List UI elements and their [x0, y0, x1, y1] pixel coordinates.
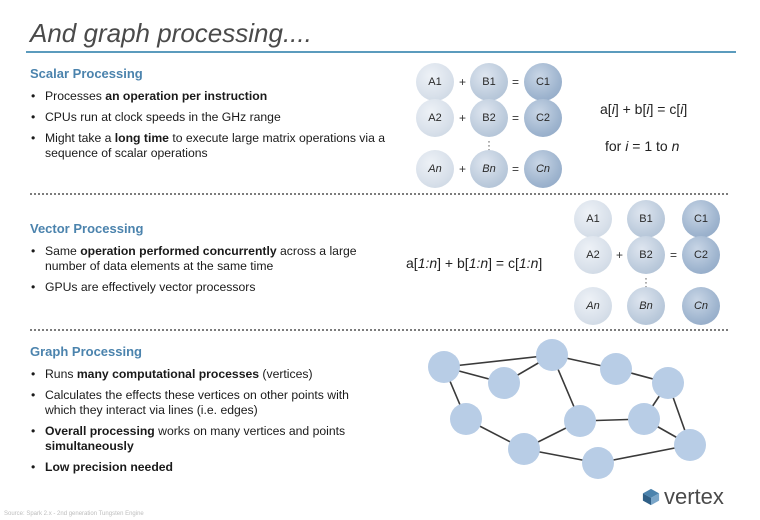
scalar-node-b2: B2 [470, 99, 508, 137]
bullet-text-pre: Runs [45, 367, 77, 381]
scalar-node-b1: B1 [470, 63, 508, 101]
scalar-node-c1: C1 [524, 63, 562, 101]
scalar-bullet: CPUs run at clock speeds in the GHz rang… [30, 110, 390, 125]
vector-node-a2: A2 [574, 236, 612, 274]
vector-formula: a[1:n] + b[1:n] = c[1:n] [406, 255, 543, 271]
bullet-text-bold2: simultaneously [45, 439, 134, 453]
scalar-node-cn: Cn [524, 150, 562, 188]
equals-sign: = [512, 111, 520, 125]
graph-vertex [628, 403, 660, 435]
graph-vertex [652, 367, 684, 399]
vector-node-b1: B1 [627, 200, 665, 238]
scalar-loop-range: for i = 1 to n [605, 138, 680, 154]
graph-network-diagram [428, 339, 706, 479]
plus-sign: + [616, 248, 624, 262]
vector-bullet: Same operation performed concurrently ac… [30, 244, 390, 274]
section-divider [30, 329, 728, 331]
scalar-node-a1: A1 [416, 63, 454, 101]
vector-heading: Vector Processing [30, 221, 144, 236]
vector-node-bn: Bn [627, 287, 665, 325]
vector-node-b2: B2 [627, 236, 665, 274]
plus-sign: + [459, 162, 467, 176]
scalar-bullet: Might take a long time to execute large … [30, 131, 390, 161]
scalar-node-an: An [416, 150, 454, 188]
scalar-heading: Scalar Processing [30, 66, 143, 81]
graph-bullet: Overall processing works on many vertice… [30, 424, 380, 454]
slide-title: And graph processing.... [30, 18, 312, 48]
graph-bullet: Runs many computational processes (verti… [30, 367, 380, 382]
bullet-text-bold: Overall processing [45, 424, 155, 438]
bullet-text-pre: GPUs are effectively vector processors [45, 280, 256, 294]
bullet-text-pre: Same [45, 244, 81, 258]
graph-bullet: Low precision needed [30, 460, 380, 475]
vector-node-a1: A1 [574, 200, 612, 238]
bullet-text-bold: many computational processes [76, 367, 260, 381]
vector-bullet: GPUs are effectively vector processors [30, 280, 390, 295]
scalar-bullet-list: Processes an operation per instructionCP… [30, 89, 390, 167]
vector-node-c1: C1 [682, 200, 720, 238]
bullet-text-post: works on many vertices and points [154, 424, 346, 438]
equals-sign: = [670, 248, 678, 262]
graph-vertex [428, 351, 460, 383]
bullet-text-post: across a large number of data elements a… [45, 244, 357, 273]
equals-sign: = [512, 162, 520, 176]
source-footnote: Source: Spark 2.x - 2nd generation Tungs… [4, 511, 144, 517]
ellipsis-vertical: ··· [487, 134, 491, 156]
section-divider [30, 193, 728, 195]
vector-bullet-list: Same operation performed concurrently ac… [30, 244, 390, 301]
bullet-text-pre: CPUs run at clock speeds in the GHz rang… [45, 110, 281, 124]
graph-vertex [674, 429, 706, 461]
graph-vertex [600, 353, 632, 385]
bullet-text-bold: long time [114, 131, 169, 145]
bullet-text-bold: Low precision needed [45, 460, 173, 474]
graph-vertices [428, 339, 706, 479]
vertex-logo-icon [642, 488, 660, 506]
ellipsis-vertical: ··· [644, 271, 648, 293]
scalar-node-c2: C2 [524, 99, 562, 137]
vertex-logo: vertex [642, 484, 724, 510]
scalar-node-a2: A2 [416, 99, 454, 137]
bullet-text-bold: an operation per instruction [105, 89, 268, 103]
scalar-node-bn: Bn [470, 150, 508, 188]
plus-sign: + [459, 111, 467, 125]
graph-vertex [582, 447, 614, 479]
bullet-text-pre: Might take a [45, 131, 115, 145]
graph-vertex [564, 405, 596, 437]
graph-vertex [508, 433, 540, 465]
vector-node-c2: C2 [682, 236, 720, 274]
title-underline [26, 51, 736, 53]
scalar-formula: a[i] + b[i] = c[i] [600, 101, 688, 117]
graph-edge [443, 354, 553, 368]
graph-bullet: Calculates the effects these vertices on… [30, 388, 380, 418]
vector-node-cn: Cn [682, 287, 720, 325]
vertex-logo-text: vertex [664, 484, 724, 509]
scalar-bullet: Processes an operation per instruction [30, 89, 390, 104]
graph-vertex [536, 339, 568, 371]
graph-heading: Graph Processing [30, 344, 142, 359]
bullet-text-post: (vertices) [259, 367, 313, 381]
plus-sign: + [459, 75, 467, 89]
bullet-text-pre: Processes [45, 89, 106, 103]
graph-vertex [488, 367, 520, 399]
bullet-text-pre: Calculates the effects these vertices on… [45, 388, 349, 417]
graph-vertex [450, 403, 482, 435]
bullet-text-post: to execute large matrix operations via a… [45, 131, 386, 160]
vector-node-an: An [574, 287, 612, 325]
bullet-text-bold: operation performed concurrently [80, 244, 277, 258]
graph-bullet-list: Runs many computational processes (verti… [30, 367, 380, 481]
equals-sign: = [512, 75, 520, 89]
